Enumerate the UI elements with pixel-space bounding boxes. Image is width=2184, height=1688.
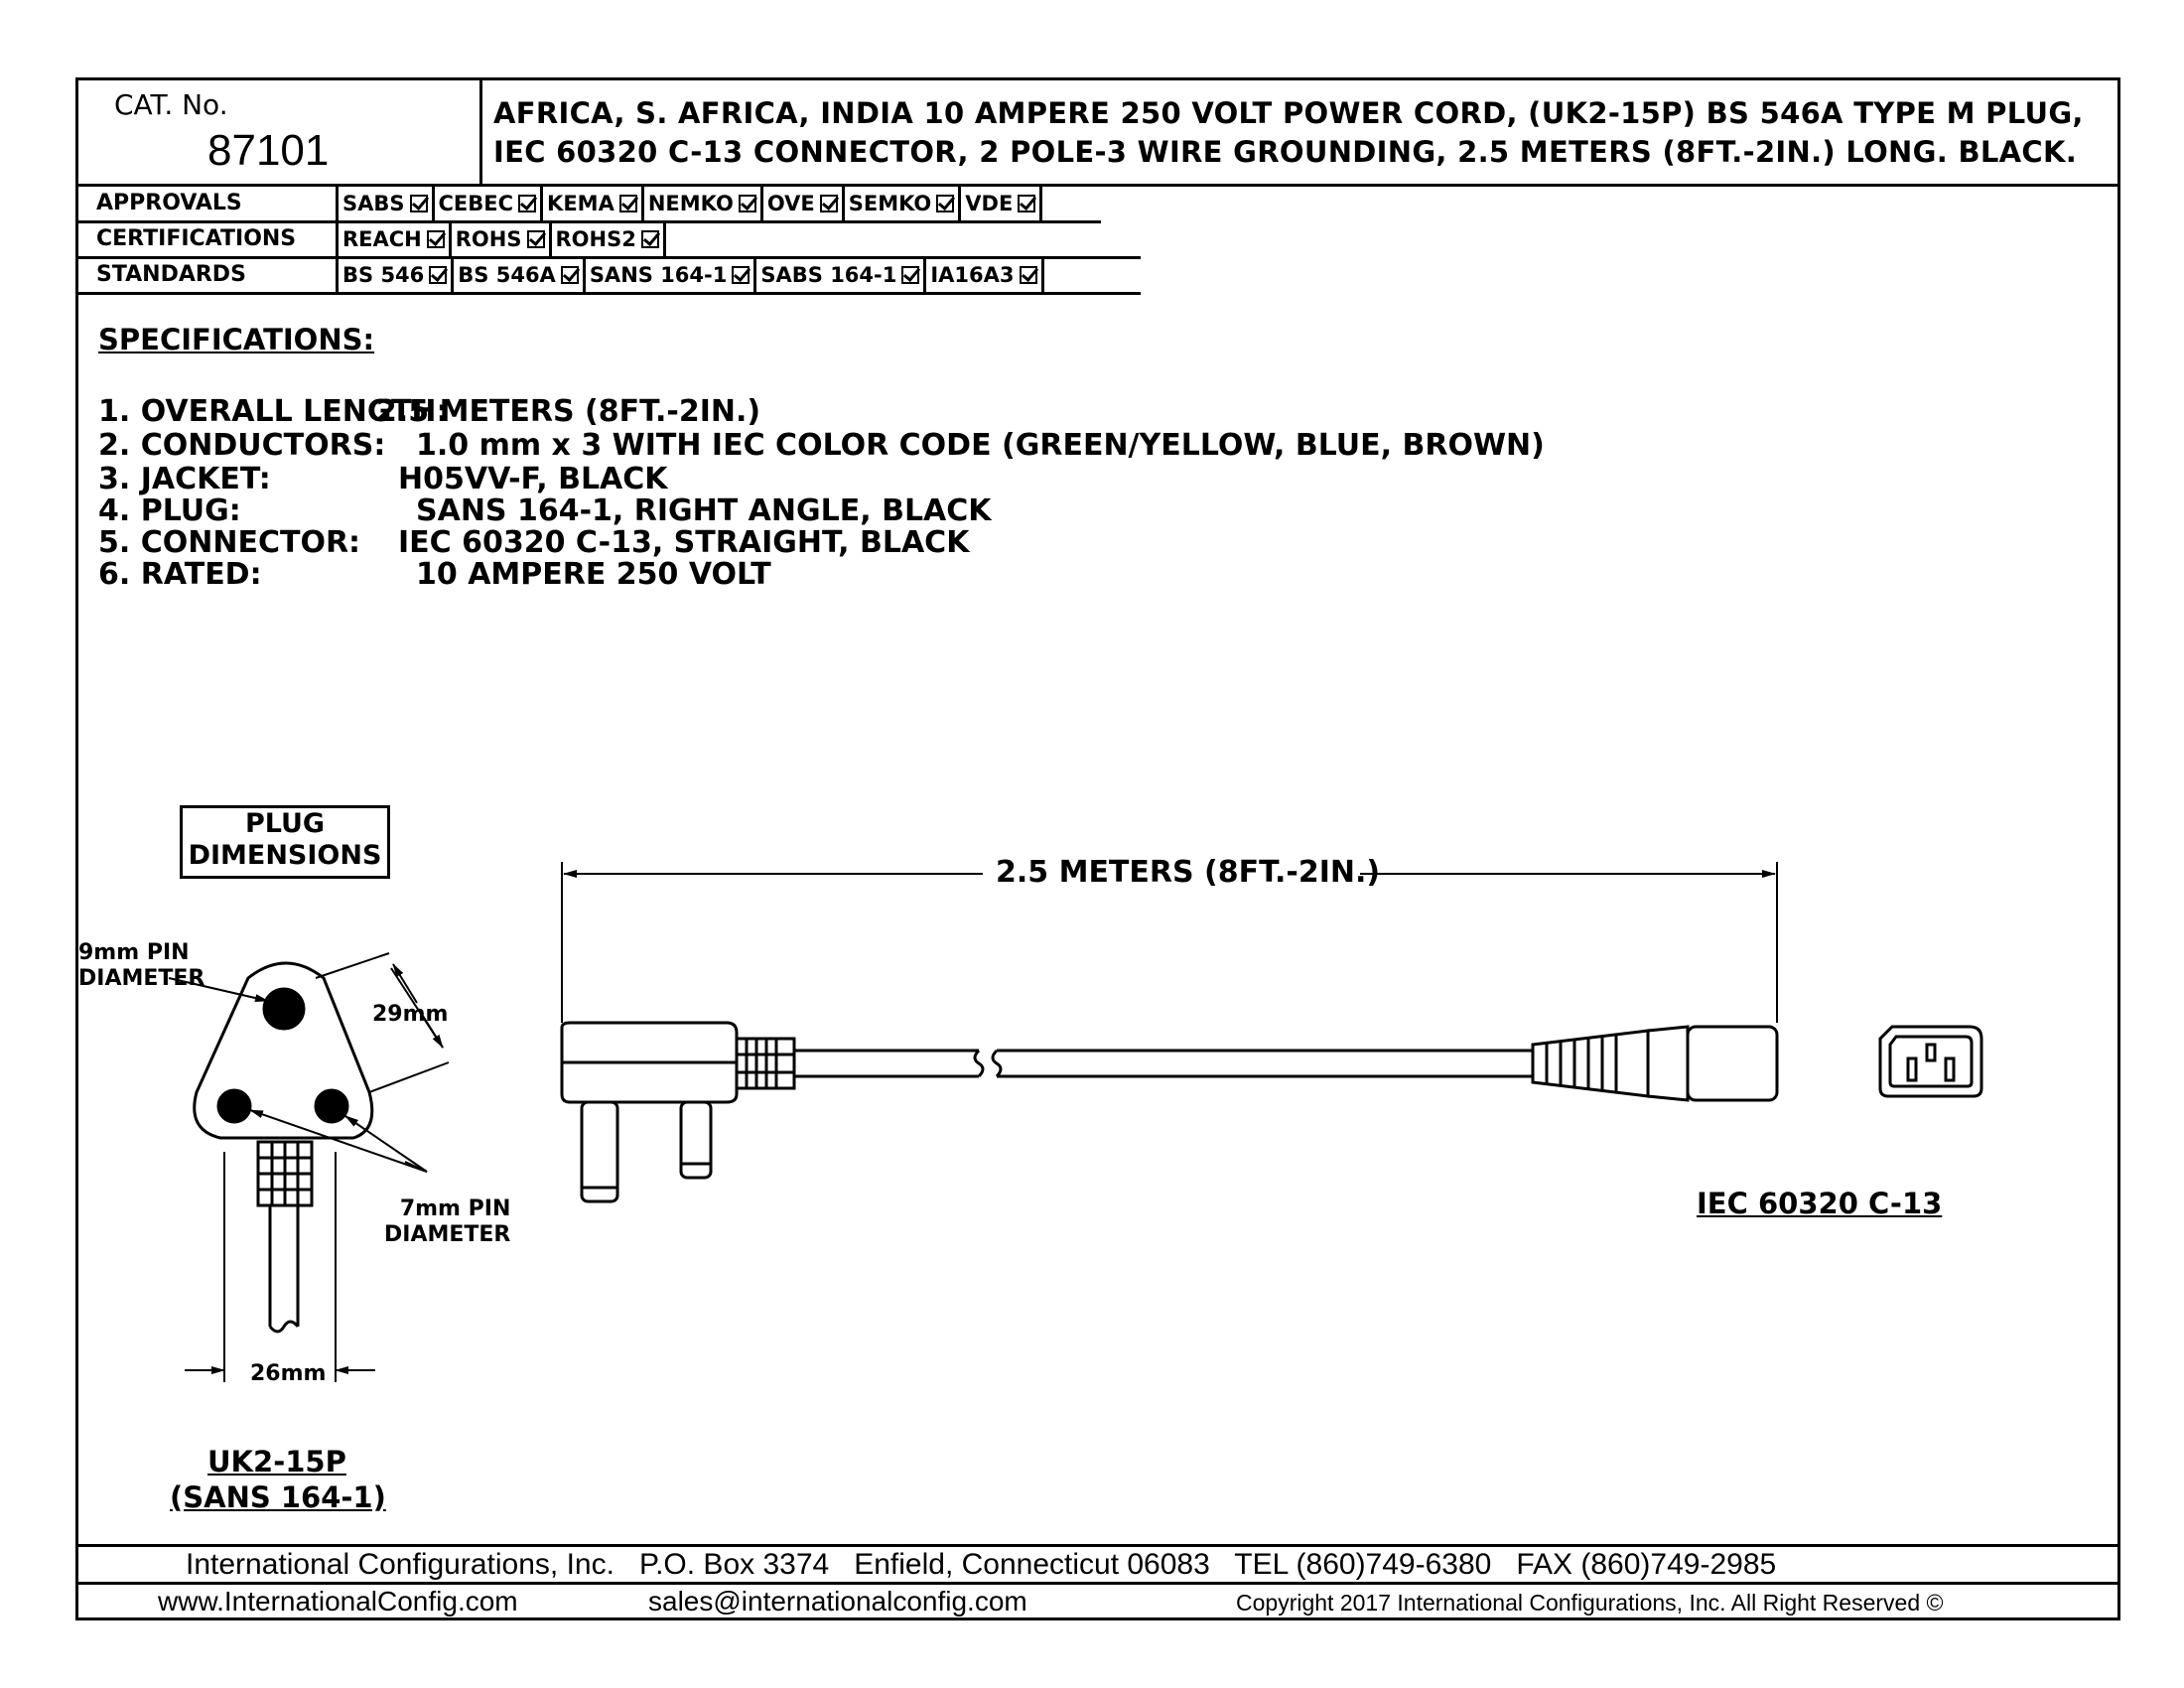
footer-address-line: International Configurations, Inc. P.O. … — [186, 1548, 1776, 1582]
cat-number: 87101 — [207, 126, 330, 175]
plug-dimensions-line2: DIMENSIONS — [188, 840, 382, 871]
product-description: AFRICA, S. AFRICA, INDIA 10 AMPERE 250 V… — [493, 96, 2084, 169]
length-dimension — [561, 862, 1778, 1023]
certifications-row: CERTIFICATIONS REACH ROHS ROHS2 — [78, 222, 666, 256]
spec-value: 1.0 mm x 3 WITH IEC COLOR CODE (GREEN/YE… — [416, 428, 1545, 463]
cat-label: CAT. No. — [114, 88, 228, 121]
standard-item: BS 546A — [454, 258, 586, 292]
spec-item: 6. RATED: — [98, 557, 262, 592]
footer-tel: TEL (860)749-6380 — [1234, 1548, 1492, 1581]
connector-side-drawing — [1531, 1025, 1779, 1102]
approval-item: SEMKO — [845, 187, 962, 220]
spec-value: 2.5 METERS (8FT.-2IN.) — [376, 394, 761, 429]
cord-length-label: 2.5 METERS (8FT.-2IN.) — [990, 855, 1387, 890]
pin-7mm-icon — [216, 1088, 252, 1124]
approvals-label: APPROVALS — [78, 187, 339, 220]
footer-city: Enfield, Connecticut 06083 — [854, 1548, 1210, 1581]
spec-item: 1. OVERALL LENGTH: — [98, 394, 449, 429]
footer-company: International Configurations, Inc. — [186, 1548, 614, 1581]
plug-name-label: UK2-15P — [207, 1445, 346, 1478]
checkbox-icon — [518, 195, 537, 212]
spec-value: H05VV-F, BLACK — [398, 462, 668, 496]
spec-value: 10 AMPERE 250 VOLT — [416, 557, 771, 592]
checkbox-icon — [1018, 195, 1036, 212]
checkbox-icon — [429, 266, 448, 284]
checkbox-icon — [409, 195, 428, 212]
checkbox-icon — [738, 195, 756, 212]
plug-dimensions-line1: PLUG — [244, 808, 326, 839]
row-rule — [78, 292, 1141, 295]
dim-26mm-label: 26mm — [247, 1361, 330, 1387]
checkbox-icon — [618, 195, 637, 212]
plug-side-drawing — [560, 1021, 1533, 1203]
checkbox-icon — [1019, 266, 1037, 284]
footer-copyright: Copyright 2017 International Configurati… — [1236, 1590, 1944, 1616]
checkbox-icon — [901, 266, 920, 284]
row-rule — [78, 220, 1101, 223]
certification-item: ROHS — [452, 222, 552, 256]
footer-mid-rule — [78, 1582, 2117, 1585]
checkbox-icon — [426, 230, 445, 248]
standards-row: STANDARDS BS 546 BS 546A SANS 164-1 SABS… — [78, 258, 1044, 292]
standard-item: SANS 164-1 — [586, 258, 757, 292]
approval-item: NEMKO — [644, 187, 763, 220]
checkbox-icon — [819, 195, 838, 212]
plug-standard-label: (SANS 164-1) — [170, 1480, 386, 1514]
pin-7mm-label: 7mm PIN DIAMETER — [384, 1196, 511, 1247]
standard-item: BS 546 — [339, 258, 455, 292]
approval-item: CEBEC — [435, 187, 544, 220]
title-bottom-rule — [78, 184, 2117, 187]
plug-dimensions-box: PLUG DIMENSIONS — [180, 805, 390, 879]
approvals-row: APPROVALS SABS CEBEC KEMA NEMKO OVE SEMK… — [78, 187, 1043, 220]
checkbox-icon — [936, 195, 955, 212]
approval-item: KEMA — [543, 187, 644, 220]
pin-9mm-label: 9mm PIN DIAMETER — [78, 940, 205, 991]
footer-pobox: P.O. Box 3374 — [638, 1548, 830, 1581]
checkbox-icon — [526, 230, 545, 248]
spec-item: 3. JACKET: — [98, 462, 271, 496]
dim-29mm-label: 29mm — [372, 1002, 449, 1027]
row-rule — [78, 256, 1141, 259]
spec-item: 5. CONNECTOR: — [98, 525, 361, 560]
plug-face-drawing — [193, 961, 374, 1334]
pin-7mm-icon — [314, 1088, 349, 1124]
certification-item: REACH — [339, 222, 452, 256]
approval-item: OVE — [763, 187, 845, 220]
approval-item: VDE — [961, 187, 1043, 220]
spec-item: 4. PLUG: — [98, 493, 241, 528]
title-divider — [479, 80, 482, 186]
drawing-sheet: CAT. No. 87101 AFRICA, S. AFRICA, INDIA … — [75, 77, 2120, 1620]
checkbox-icon — [640, 230, 659, 248]
pin-9mm-icon — [262, 987, 306, 1031]
connector-face-icon — [1878, 1025, 1983, 1098]
standards-label: STANDARDS — [78, 258, 339, 292]
checkbox-icon — [560, 266, 579, 284]
spec-value: SANS 164-1, RIGHT ANGLE, BLACK — [416, 493, 992, 528]
footer-website[interactable]: www.InternationalConfig.com — [158, 1586, 518, 1617]
footer-email[interactable]: sales@internationalconfig.com — [648, 1586, 1027, 1617]
checkbox-icon — [732, 266, 751, 284]
spec-value: IEC 60320 C-13, STRAIGHT, BLACK — [398, 525, 970, 560]
leader-lines — [168, 952, 450, 1382]
connector-name-label: IEC 60320 C-13 — [1697, 1187, 1943, 1220]
spec-item: 2. CONDUCTORS: — [98, 428, 386, 463]
approval-item: SABS — [339, 187, 435, 220]
certifications-label: CERTIFICATIONS — [78, 222, 339, 256]
footer-fax: FAX (860)749-2985 — [1516, 1548, 1777, 1581]
specifications-title: SPECIFICATIONS: — [98, 323, 375, 356]
standard-item: SABS 164-1 — [756, 258, 927, 292]
standard-item: IA16A3 — [926, 258, 1044, 292]
certification-item: ROHS2 — [552, 222, 666, 256]
footer-top-rule — [78, 1544, 2117, 1547]
